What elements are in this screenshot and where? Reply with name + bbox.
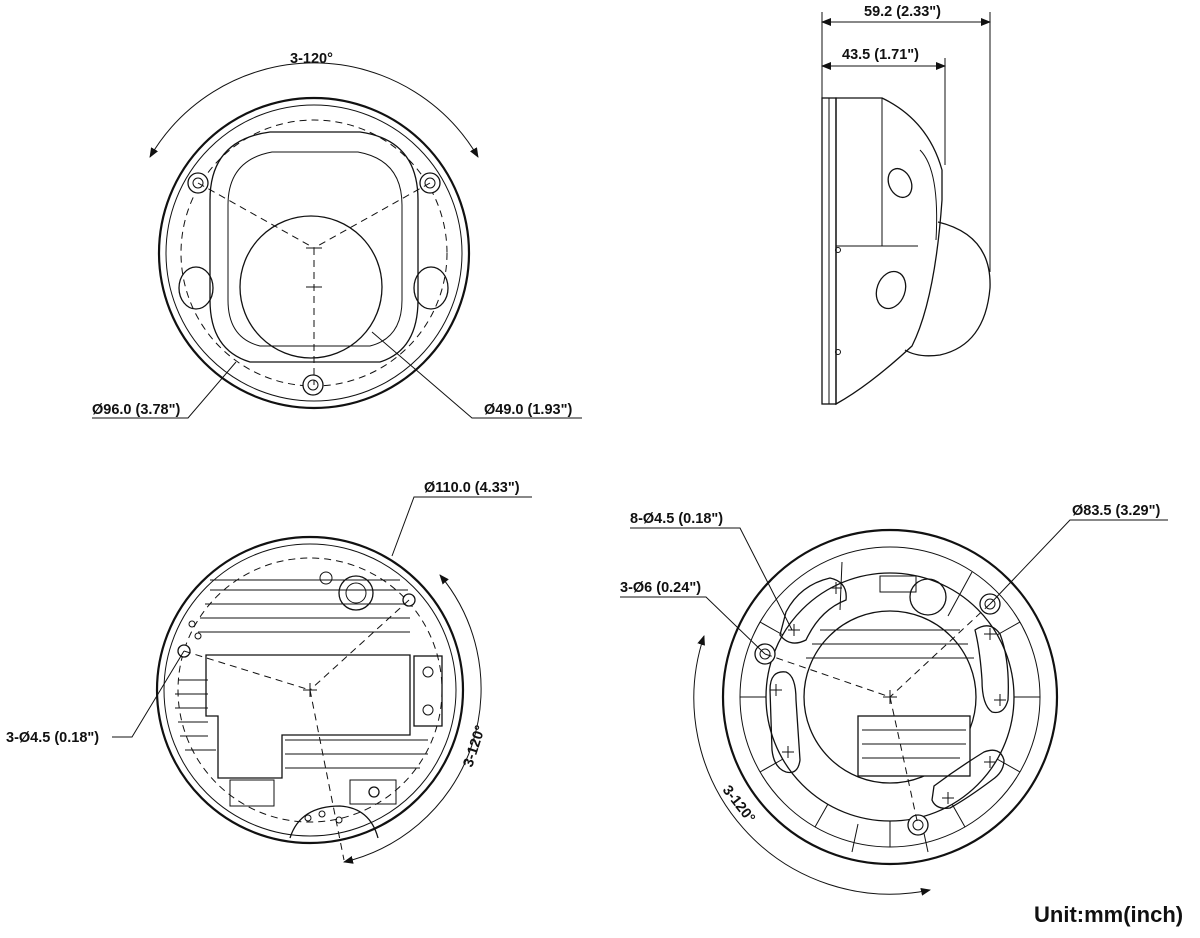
mount-view: 3-120° 8-Ø4.5 (0.18") 3-Ø6 (0.24") Ø83.5… <box>620 503 1168 896</box>
top-view-inner-ring <box>165 104 463 402</box>
mount-view-hole-3 <box>907 814 929 836</box>
bottom-view-angle-label: 3-120° <box>461 723 490 769</box>
bottom-view-hole-3 <box>368 786 380 798</box>
side-view-body-depth-label: 43.5 (1.71") <box>842 47 919 63</box>
top-view-angle-arc <box>149 62 479 158</box>
unit-label: Unit:mm(inch) <box>1034 902 1183 927</box>
bottom-view-ribs <box>175 579 428 769</box>
mount-view-diameter-label: Ø83.5 (3.29") <box>1072 503 1160 519</box>
mount-view-slots-leader <box>630 527 793 631</box>
top-view-outer-diameter-label: Ø96.0 (3.78") <box>92 402 180 418</box>
bottom-view-holes-label: 3-Ø4.5 (0.18") <box>6 730 99 746</box>
top-view-angle-label: 3-120° <box>290 51 333 67</box>
mount-view-holes-label: 3-Ø6 (0.24") <box>620 580 701 596</box>
side-view-ir-top <box>887 167 913 199</box>
mount-view-gland <box>909 578 947 616</box>
mount-view-slot-4 <box>931 749 1005 809</box>
mount-view-angle-arc <box>693 635 931 896</box>
bottom-view: 3-120° Ø110.0 (4.33") 3-Ø4.5 (0.18") <box>6 480 532 864</box>
top-view-ir-left <box>178 266 214 310</box>
top-view-outer-leader <box>92 361 237 419</box>
bottom-view-outer-ring <box>155 535 465 845</box>
side-view-body <box>835 97 943 406</box>
mount-view-slot-3 <box>974 625 1009 714</box>
top-view-ir-right <box>413 266 449 310</box>
top-view-inner-leader <box>371 331 582 419</box>
top-view-housing-inner <box>227 151 403 347</box>
top-view-inner-diameter-label: Ø49.0 (1.93") <box>484 402 572 418</box>
top-view: 3-120° Ø96.0 (3.78") Ø49.0 (1.93") <box>92 51 582 419</box>
mount-view-diameter-leader <box>989 519 1168 605</box>
top-view-screw-3 <box>302 374 324 396</box>
side-view: 59.2 (2.33") 43.5 (1.71") <box>821 4 991 406</box>
bottom-view-inner-ring <box>163 543 457 837</box>
side-view-dome <box>904 221 991 357</box>
mount-view-inner-block <box>857 715 971 777</box>
top-view-housing <box>209 131 419 363</box>
side-view-ir-bottom <box>875 270 907 310</box>
bottom-view-angle-arc <box>343 574 482 864</box>
bottom-view-center-block <box>205 654 411 779</box>
mount-view-holes-leader <box>620 596 766 655</box>
top-view-dome <box>239 215 383 359</box>
side-view-total-depth-label: 59.2 (2.33") <box>864 4 941 20</box>
bottom-view-diameter-leader <box>391 496 532 557</box>
bottom-view-diameter-label: Ø110.0 (4.33") <box>424 480 520 496</box>
bottom-view-holes-leader <box>112 650 185 738</box>
top-view-outer-ring <box>157 96 471 410</box>
bottom-view-cable-gland <box>338 575 374 611</box>
mount-view-slot-2 <box>769 671 801 774</box>
mount-view-slots-label: 8-Ø4.5 (0.18") <box>630 511 723 527</box>
